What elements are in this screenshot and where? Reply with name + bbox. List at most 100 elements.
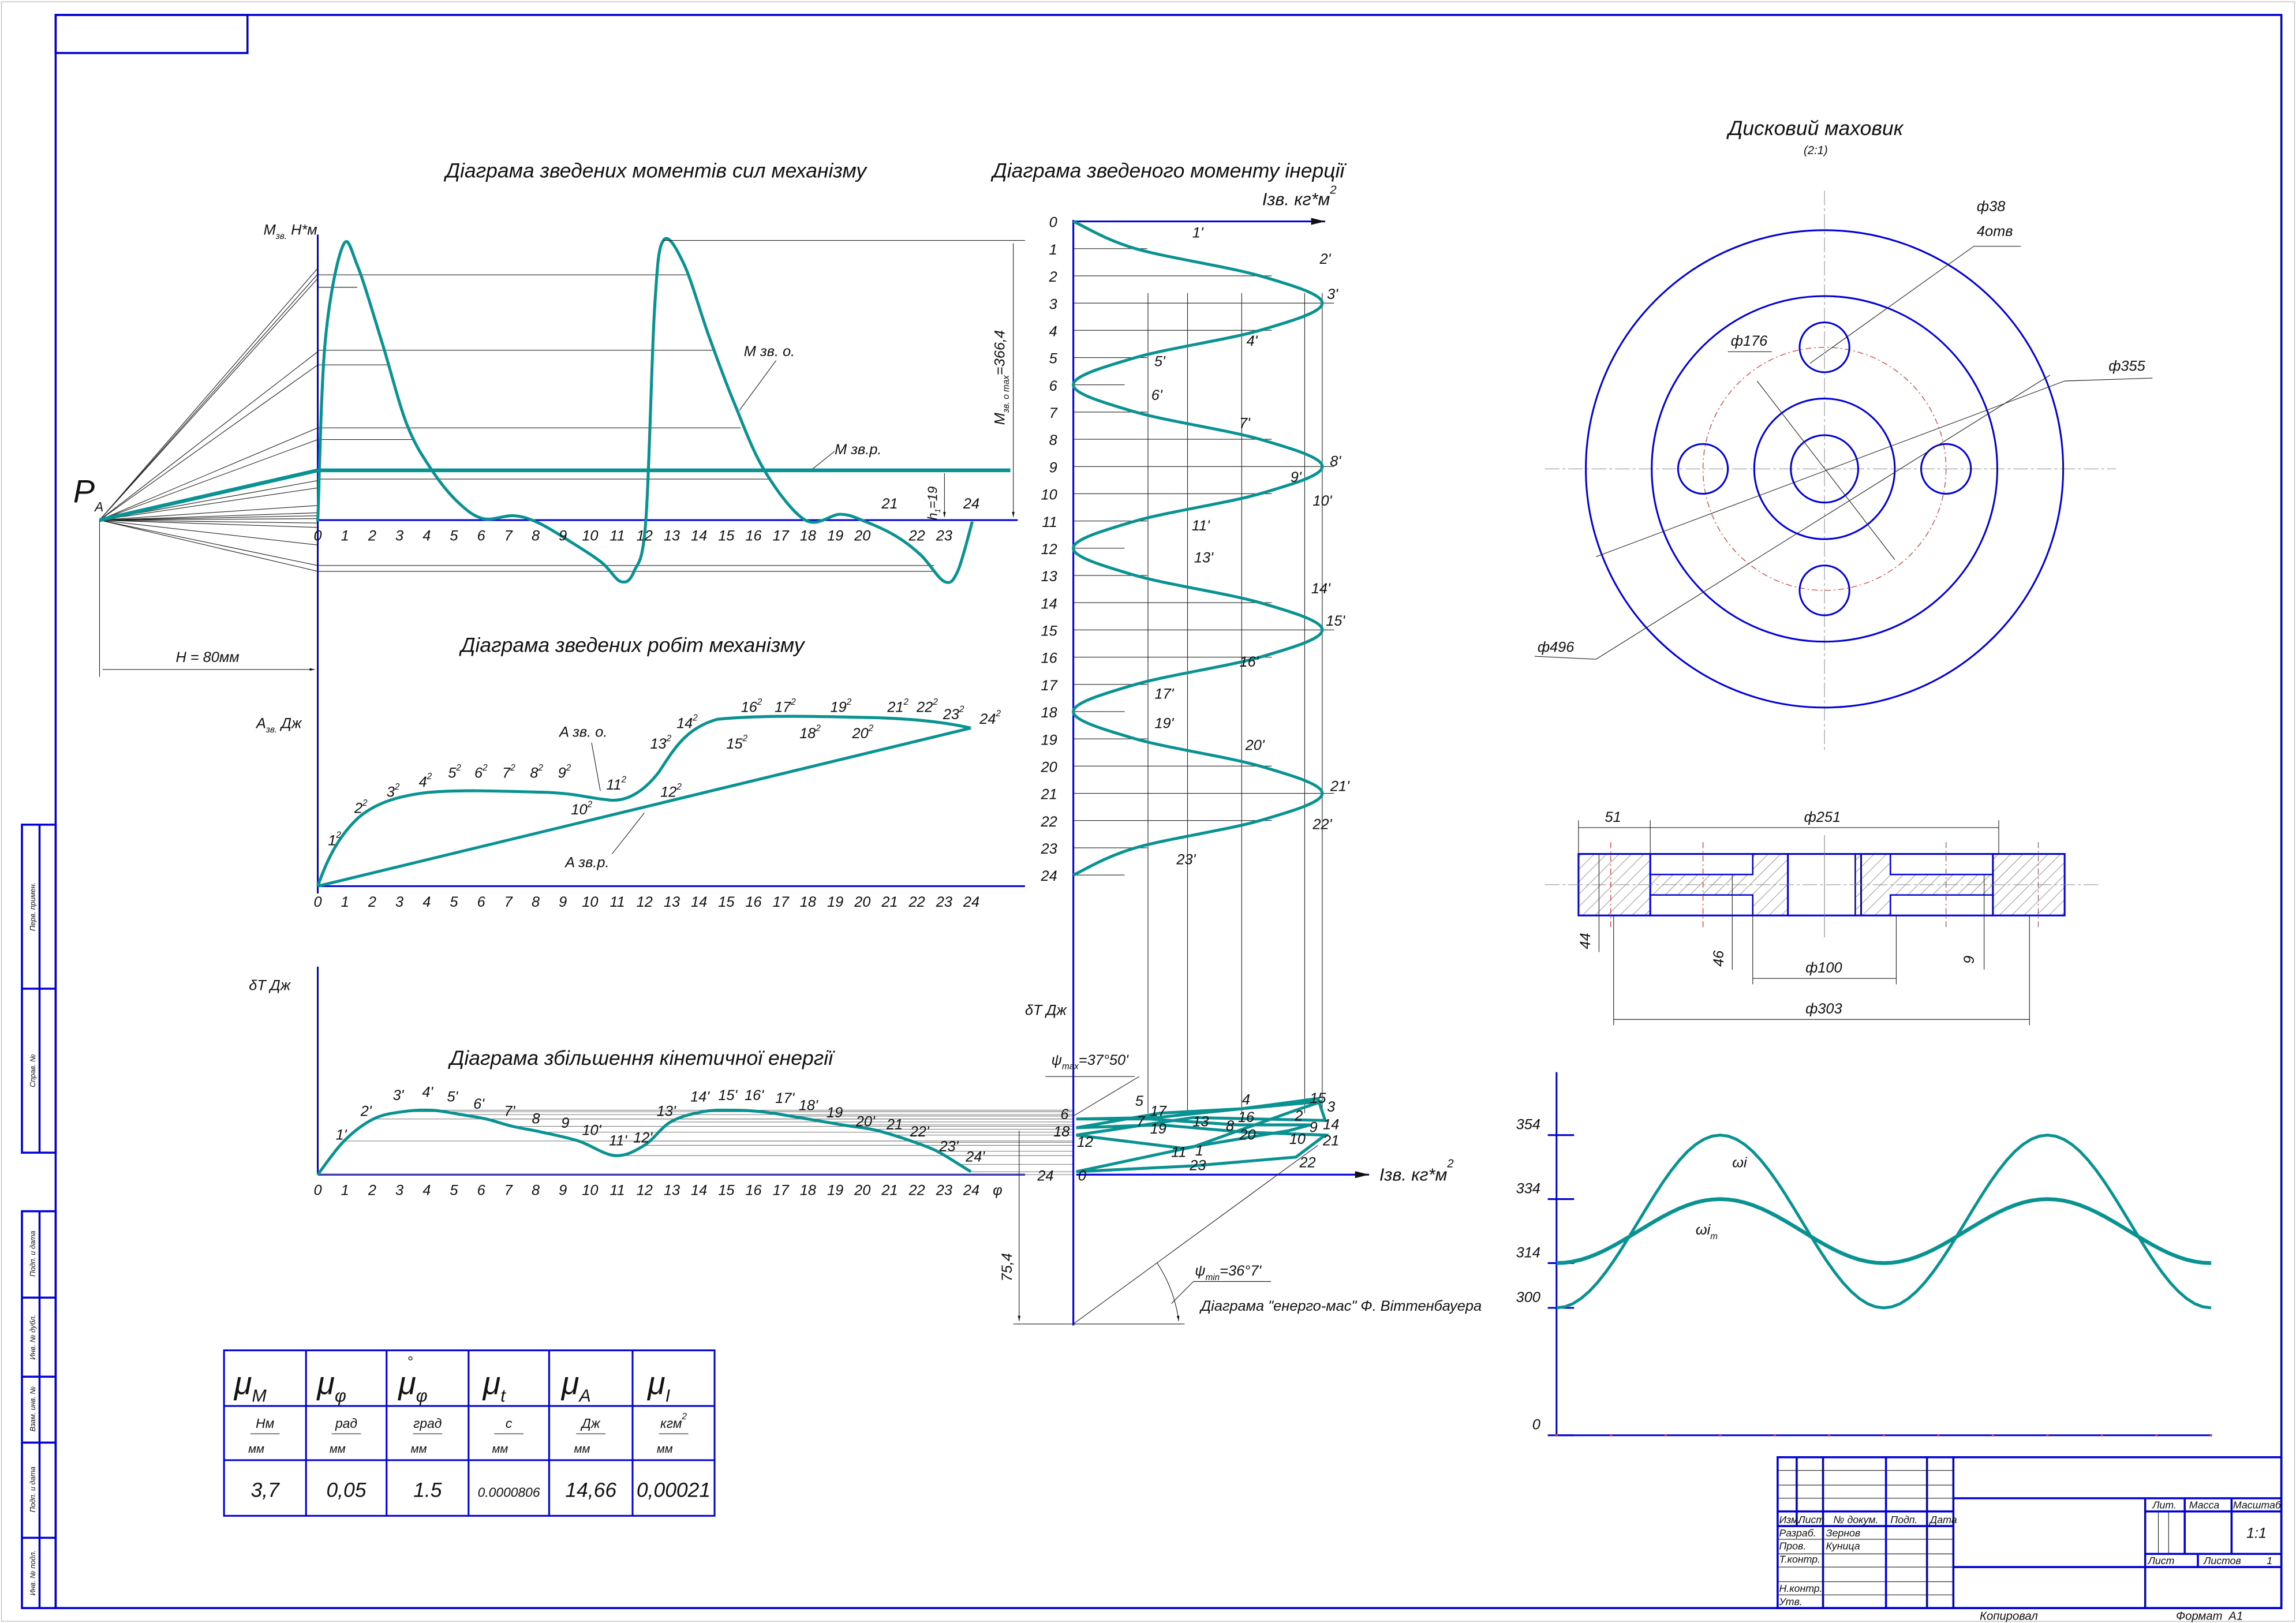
- pole-ray: [99, 519, 318, 566]
- pole-ray: [99, 518, 318, 521]
- unit-numerator: Нм: [256, 1416, 274, 1431]
- energy-mass-point-label: 8: [1226, 1118, 1234, 1134]
- x-tick: [1610, 1434, 1613, 1437]
- inertia-point-label: 20': [1245, 737, 1265, 753]
- kinetic-point-label: 2': [360, 1104, 372, 1120]
- inertia-point-label: 14': [1311, 581, 1331, 597]
- scale-subscript: M: [252, 1386, 267, 1405]
- energy-mass-point-label: 17: [1150, 1104, 1167, 1120]
- series-omega-i: [1556, 1134, 2212, 1310]
- role-label: Н.контр.: [1779, 1583, 1822, 1594]
- row-label: 15: [1041, 623, 1057, 640]
- inertia-point-label: 13': [1194, 550, 1214, 566]
- pitch-diameter-label: ф176: [1731, 333, 1768, 349]
- outer-diameter-label: ф496: [1538, 639, 1575, 655]
- axis-superscript: 2: [1329, 184, 1336, 196]
- dim-symbol: M: [992, 412, 1008, 425]
- tick-label: 3: [395, 528, 403, 544]
- witt-y-axis-label: δT Дж: [1025, 1003, 1067, 1019]
- d303-dim: ф303: [1805, 1001, 1842, 1017]
- inertia-point-labels: 1'2'3'4'5'6'7'8'9'10'11'13'14'15'16'17'1…: [1151, 225, 1350, 868]
- tick-label: 18: [800, 1183, 816, 1199]
- unit-denominator: мм: [411, 1443, 427, 1456]
- tick-label: 10: [582, 894, 598, 910]
- hub: [1753, 398, 1896, 540]
- inertia-point-label: 22': [1312, 816, 1332, 832]
- superscript: 2: [482, 763, 488, 773]
- column-header: Изм.: [1779, 1514, 1801, 1525]
- superscript: 2: [846, 697, 852, 707]
- role-label: Пров.: [1779, 1540, 1806, 1552]
- tick-label: 24: [963, 894, 979, 910]
- tick-label: 19: [827, 894, 843, 910]
- inertia-point-label: 19': [1154, 715, 1174, 731]
- work-point-label: 102: [571, 799, 592, 818]
- superscript: 2: [510, 763, 515, 773]
- superscript: 2: [427, 772, 432, 781]
- superscript: 2: [676, 782, 682, 792]
- h1-value: =19: [925, 486, 940, 508]
- scale-symbol: μI: [646, 1365, 671, 1406]
- inertia-point-label: 10': [1312, 493, 1332, 509]
- kinetic-point-label: 3': [393, 1087, 405, 1104]
- witt-x-axis-label: Iзв. кг*м2: [1379, 1157, 1454, 1184]
- energy-mass-point-label: 14: [1323, 1117, 1339, 1133]
- scale-subscript: I: [665, 1386, 671, 1405]
- psi-subscript: max: [1062, 1062, 1079, 1072]
- kinetic-energy-diagram: Діаграма збільшення кінетичної енергії δ…: [249, 966, 1074, 1199]
- axis-subscript: зв.: [266, 725, 277, 735]
- series-label-omega-m: ωim: [1696, 1222, 1718, 1241]
- tick-label: 17: [773, 894, 790, 910]
- tick-label: 13: [664, 528, 680, 544]
- inertia-point-label: 11': [1192, 518, 1210, 534]
- inertia-point-label: 8': [1330, 453, 1341, 469]
- row-label: 7: [1049, 405, 1058, 421]
- scale-symbol: μt: [482, 1365, 507, 1406]
- row-label: 19: [1041, 732, 1057, 748]
- superscript: 2: [692, 713, 698, 723]
- work-point-label: 62: [474, 763, 488, 781]
- tick-label: 8: [532, 894, 540, 910]
- scale-subscript: A: [578, 1386, 590, 1405]
- unit-denominator: мм: [248, 1443, 264, 1456]
- dim-value: =366,4: [992, 330, 1008, 375]
- pole-label: PA: [73, 473, 103, 514]
- work-point-label: 222: [916, 697, 938, 716]
- row-label: 9: [1049, 459, 1057, 476]
- y-tick-label: 354: [1516, 1117, 1540, 1133]
- work-point-label: 22: [354, 798, 368, 817]
- tick-label: 5: [450, 1183, 458, 1199]
- psi-symbol: ψ: [1052, 1052, 1062, 1068]
- scale-value: 1:1: [2246, 1525, 2267, 1541]
- tick-label: 4: [422, 1183, 431, 1199]
- superscript: 2: [815, 723, 821, 733]
- tick-label: 0: [313, 1183, 321, 1199]
- row-label: 20: [1040, 760, 1057, 776]
- energy-mass-point-label: 23: [1189, 1158, 1206, 1174]
- flywheel-scale: (2:1): [1804, 144, 1828, 157]
- column-header: Подп.: [1890, 1514, 1917, 1525]
- tick-label: 8: [532, 528, 540, 544]
- energy-mass-point-label: 5: [1135, 1093, 1144, 1109]
- role-label: Т.контр.: [1779, 1553, 1820, 1565]
- x-tick: [1719, 1434, 1722, 1437]
- moments-title: Діаграма зведених моментів сил механізму: [443, 159, 867, 182]
- energy-mass-point-label: 4: [1242, 1091, 1250, 1108]
- work-point-label: 242: [979, 709, 1001, 727]
- label-subscript: m: [1710, 1232, 1718, 1241]
- superscript: 2: [587, 799, 593, 809]
- tick-label: 22: [908, 1183, 925, 1199]
- column-header: Дата: [1929, 1514, 1957, 1525]
- tick-label: 24: [963, 1183, 979, 1199]
- row-label: 12: [1041, 541, 1057, 558]
- tick-label: 20: [854, 528, 870, 544]
- x-tick: [1937, 1434, 1940, 1437]
- hole: [1920, 443, 1972, 495]
- scale-value: 14,66: [565, 1478, 616, 1501]
- wittenbauer-title: Діаграма "енерго-мас" Ф. Віттенбауера: [1199, 1298, 1482, 1314]
- inertia-point-label: 3': [1327, 286, 1338, 302]
- hole-count-label: 4отв: [1977, 223, 2013, 240]
